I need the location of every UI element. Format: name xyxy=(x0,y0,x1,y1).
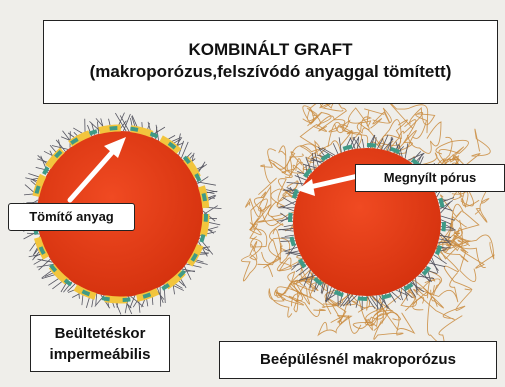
tissue-fiber xyxy=(253,186,283,226)
teal-band-segment xyxy=(102,298,110,299)
title-line-2: (makroporózus,felszívódó anyaggal tömíte… xyxy=(44,61,497,83)
fiber-hair xyxy=(285,235,294,236)
fiber-hair xyxy=(362,139,364,148)
impermeable-caption: Beültetéskor impermeábilis xyxy=(30,315,170,372)
fiber-hair xyxy=(284,247,298,251)
teal-band-segment xyxy=(343,146,352,148)
teal-band-segment xyxy=(143,294,150,296)
teal-band-segment xyxy=(335,292,344,295)
teal-band-segment xyxy=(36,186,38,193)
fiber-hair xyxy=(430,260,438,270)
teal-band-segment xyxy=(90,131,97,133)
title-box: KOMBINÁLT GRAFT (makroporózus,felszívódó… xyxy=(43,20,498,104)
teal-band-segment xyxy=(123,299,131,300)
teal-band-segment xyxy=(201,235,203,242)
tissue-fiber xyxy=(427,297,462,344)
teal-band-segment xyxy=(382,295,391,297)
teal-band-segment xyxy=(44,167,48,174)
impermeable-caption-line-2: impermeábilis xyxy=(31,344,169,365)
teal-band-segment xyxy=(290,213,291,222)
fiber-hair xyxy=(280,206,293,211)
tissue-fiber xyxy=(348,108,384,130)
fiber-hair xyxy=(283,197,295,205)
tissue-fiber xyxy=(462,129,490,169)
teal-band-segment xyxy=(358,298,367,299)
fiber-hair xyxy=(432,258,438,273)
teal-band-segment xyxy=(110,128,118,129)
fiber-hair xyxy=(97,122,98,134)
title-line-1: KOMBINÁLT GRAFT xyxy=(44,39,497,61)
macroporous-caption: Beépülésnél makroporózus xyxy=(219,341,497,379)
tissue-fiber xyxy=(292,281,312,312)
fiber-hair xyxy=(333,143,338,154)
teal-band-segment xyxy=(440,198,442,207)
fiber-hair xyxy=(96,294,97,305)
fiber-hair xyxy=(438,242,449,243)
fiber-hair xyxy=(315,153,319,166)
tissue-fiber xyxy=(287,152,303,177)
teal-band-segment xyxy=(204,193,206,201)
sealant-label: Tömítő anyag xyxy=(8,203,135,231)
fiber-hair xyxy=(184,266,191,279)
tissue-fiber xyxy=(258,149,276,195)
fiber-hair xyxy=(405,143,408,158)
teal-band-segment xyxy=(367,145,376,146)
teal-band-segment xyxy=(291,237,293,246)
impermeable-caption-line-1: Beültetéskor xyxy=(31,323,169,344)
tissue-fiber xyxy=(374,313,414,339)
opened-pore-label: Megnyílt pórus xyxy=(355,164,505,192)
teal-band-segment xyxy=(443,222,444,231)
fiber-hair xyxy=(429,263,446,267)
teal-band-segment xyxy=(130,129,138,130)
